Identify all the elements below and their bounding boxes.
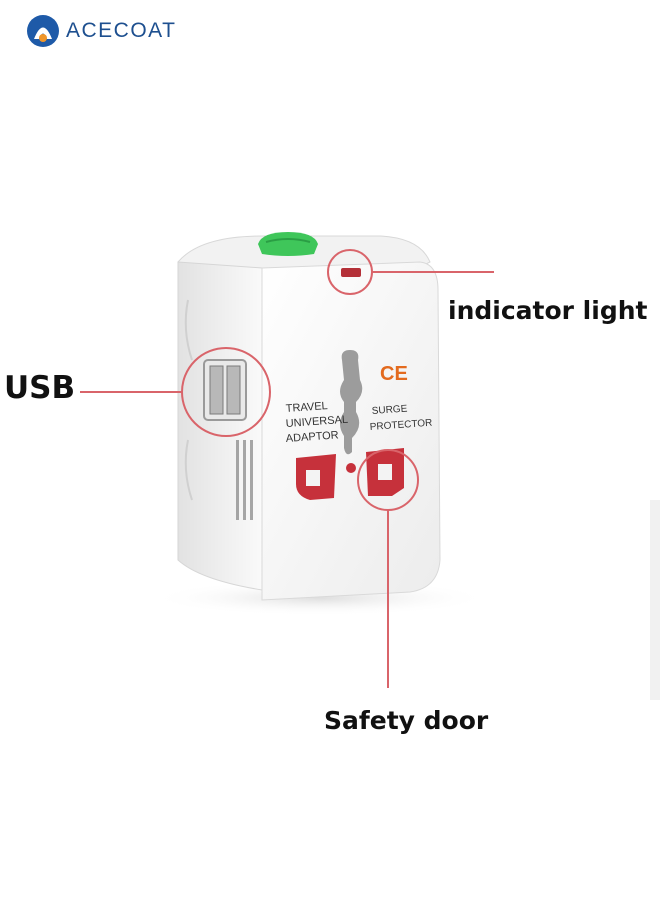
slider-button xyxy=(258,232,318,256)
front-text-left-1: TRAVEL xyxy=(285,400,328,415)
front-label-left: TRAVEL UNIVERSAL ADAPTOR xyxy=(285,400,348,445)
pin-channel xyxy=(340,350,363,455)
front-text-right-1: SURGE xyxy=(371,404,408,417)
brand-logo: ACECOAT xyxy=(26,14,176,48)
usb-callout-label: USB xyxy=(4,370,76,406)
indicator-light xyxy=(341,268,361,277)
front-text-left-2: UNIVERSAL xyxy=(285,414,348,430)
usb-ports xyxy=(203,359,247,421)
ce-mark: CE xyxy=(380,363,408,385)
front-text-left-3: ADAPTOR xyxy=(285,429,339,445)
side-rating-text xyxy=(236,440,253,520)
brand-name: ACECOAT xyxy=(66,19,177,42)
front-label-right: SURGE PROTECTOR xyxy=(369,404,432,433)
safety-door-callout-label: Safety door xyxy=(324,706,489,735)
adapter-side-face xyxy=(177,261,263,591)
indicator-light-callout-label: indicator light xyxy=(448,296,648,325)
logo-mark-icon xyxy=(27,15,59,47)
callout-lines xyxy=(80,249,494,688)
front-text-right-2: PROTECTOR xyxy=(369,418,432,433)
